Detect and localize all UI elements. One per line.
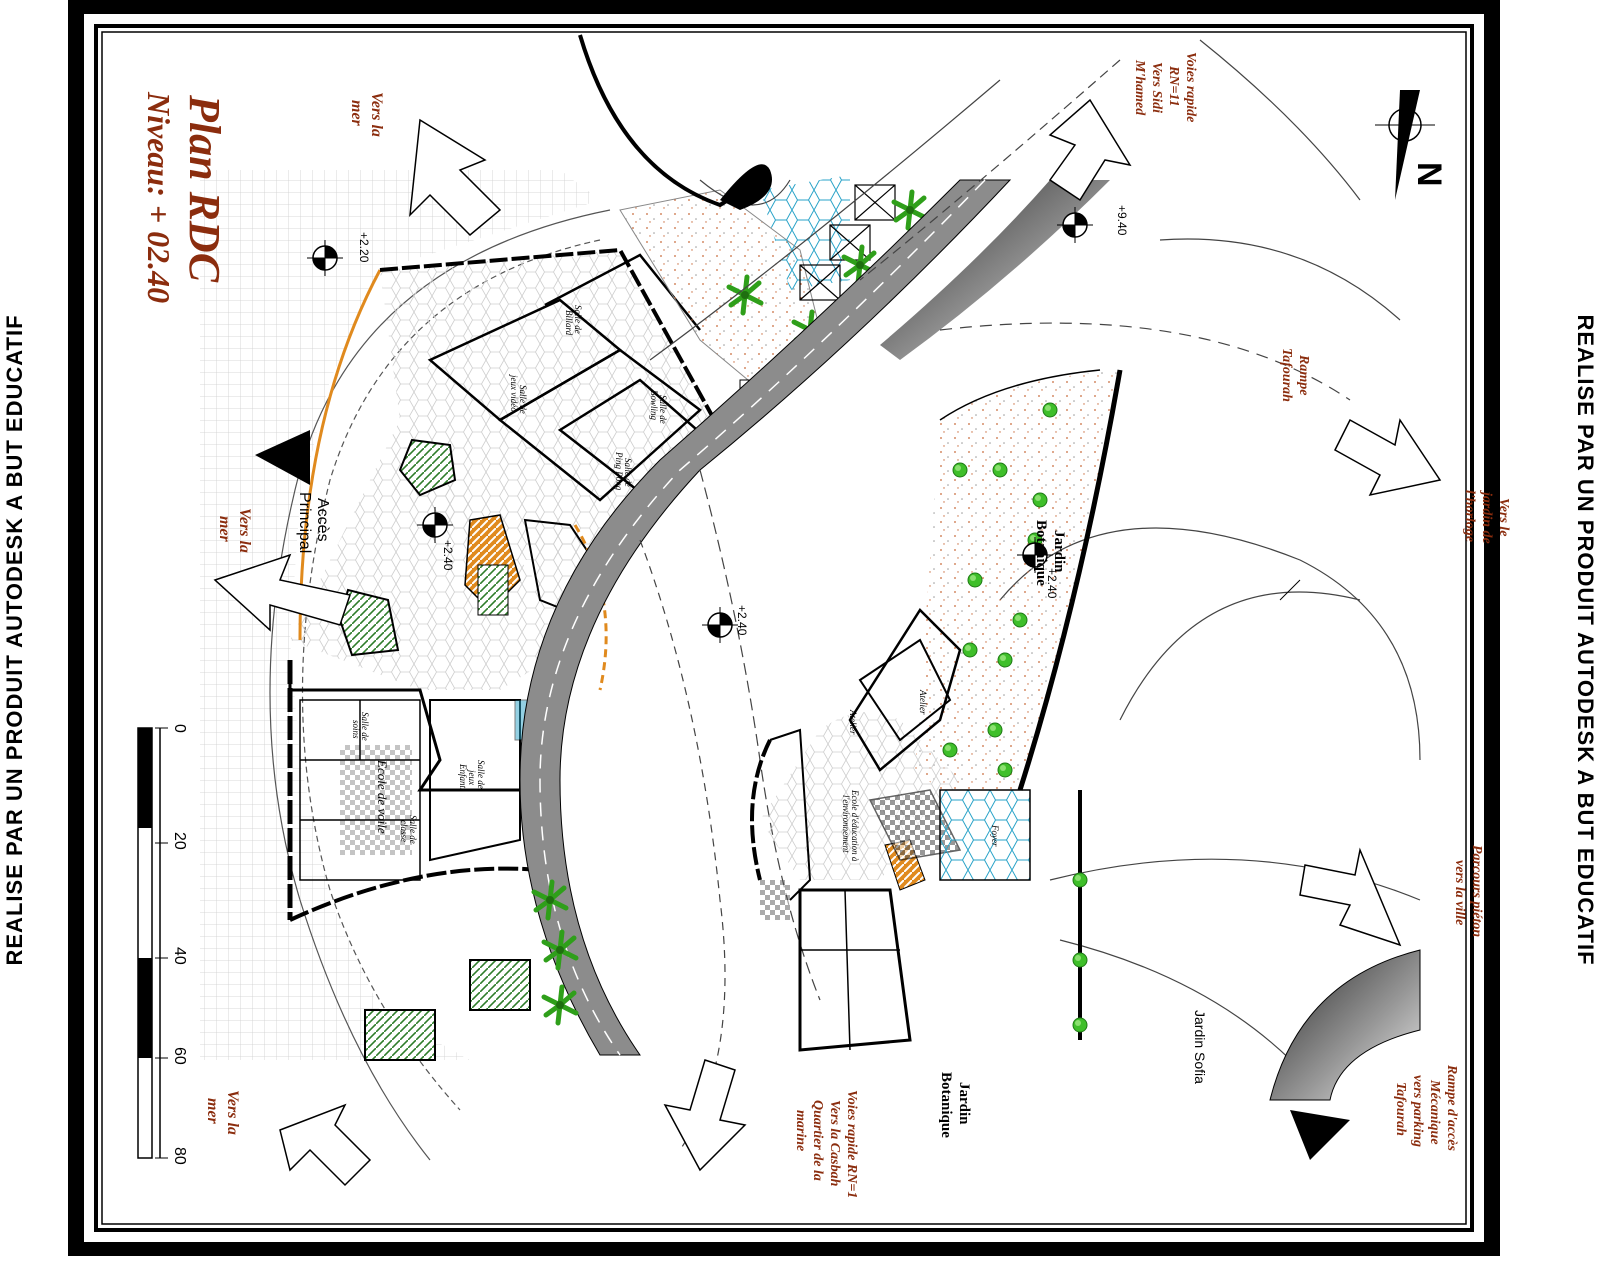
- svg-text:mer: mer: [216, 516, 233, 543]
- svg-text:Atelier: Atelier: [848, 709, 858, 735]
- label-rampe-tafourah: Rampe Tafourah: [1279, 348, 1311, 402]
- svg-text:Principal: Principal: [296, 492, 313, 553]
- svg-text:classe: classe: [399, 820, 409, 842]
- label-voies-rapide-bottom: Voies rapide RN=1 Vers la Casbah Quartie…: [793, 1090, 859, 1198]
- svg-text:Rampe d'accès: Rampe d'accès: [1444, 1064, 1459, 1151]
- svg-text:Botanique: Botanique: [1033, 520, 1049, 586]
- svg-text:Salle de: Salle de: [360, 712, 370, 741]
- svg-text:Vers la: Vers la: [368, 92, 385, 137]
- svg-text:+9.40: +9.40: [1115, 205, 1129, 236]
- scale-labels: 0 20 40 60 80: [171, 724, 188, 1165]
- label-rampe-acces: Rampe d'accès Mécanique vers parking Taf…: [1393, 1064, 1459, 1151]
- direction-arrows: [213, 98, 1442, 1187]
- svg-text:jardin de: jardin de: [1479, 490, 1494, 544]
- svg-text:40: 40: [171, 947, 188, 965]
- svg-text:Salle de: Salle de: [476, 760, 486, 789]
- svg-text:l'horloge: l'horloge: [1462, 490, 1477, 542]
- svg-text:l'environnement: l'environnement: [841, 795, 851, 853]
- label-vers-mer-top: Vers la mer: [348, 92, 385, 137]
- svg-text:Voies rapide RN=1: Voies rapide RN=1: [844, 1090, 859, 1198]
- svg-text:Voies rapide: Voies rapide: [1183, 52, 1198, 122]
- label-jardin-botanique-2: Jardin Botanique: [938, 1072, 972, 1138]
- svg-text:Vers la: Vers la: [236, 508, 253, 553]
- plan-subtitle: Niveau: + 02.40: [141, 91, 177, 303]
- svg-text:Enfants: Enfants: [458, 763, 468, 792]
- svg-text:mer: mer: [348, 100, 365, 127]
- svg-text:Salle de: Salle de: [573, 305, 583, 334]
- playground: [619, 175, 926, 393]
- svg-text:Foyer: Foyer: [990, 824, 1000, 847]
- botanical-garden: [915, 369, 1123, 791]
- svg-text:Vers le: Vers le: [1496, 498, 1511, 537]
- label-vers-jardin: Vers le jardin de l'horloge: [1462, 490, 1511, 544]
- svg-text:Tafourah: Tafourah: [1393, 1082, 1408, 1136]
- svg-text:soins: soins: [351, 720, 361, 739]
- svg-text:Billard: Billard: [564, 310, 574, 336]
- label-vers-mer-bottom: Vers la mer: [204, 1090, 241, 1135]
- entry-arrow-icon: [255, 430, 310, 485]
- svg-text:Salle de: Salle de: [623, 458, 633, 487]
- svg-text:vers parking: vers parking: [1410, 1075, 1425, 1147]
- svg-text:RN=11: RN=11: [1166, 65, 1181, 107]
- svg-text:Rampe: Rampe: [1296, 354, 1311, 395]
- label-acces-principal: Accès Principal: [296, 492, 331, 553]
- svg-text:Vers Sidi: Vers Sidi: [1149, 62, 1164, 113]
- svg-text:Ecole d'éducation à: Ecole d'éducation à: [850, 789, 860, 862]
- school-building: [534, 608, 1088, 1052]
- svg-text:mer: mer: [204, 1098, 221, 1125]
- label-parcours-pieton: Parcours piéton vers la ville: [1452, 845, 1484, 937]
- north-label: N: [1410, 162, 1448, 187]
- label-jardin-sofia: Jardin Sofia: [1192, 1010, 1208, 1084]
- ramp-arrow-icon: [1290, 1110, 1350, 1160]
- svg-text:Parcours piéton: Parcours piéton: [1469, 845, 1484, 937]
- svg-text:0: 0: [171, 724, 188, 733]
- svg-text:20: 20: [171, 832, 188, 850]
- mechanical-ramp: [1269, 949, 1421, 1101]
- svg-text:+2.20: +2.20: [357, 232, 371, 263]
- label-vers-mer-mid: Vers la mer: [216, 508, 253, 553]
- svg-text:Botanique: Botanique: [938, 1072, 954, 1138]
- room-labels: Salle de Billard Salle de Bowling Salle …: [351, 305, 1000, 862]
- svg-text:Salle de: Salle de: [518, 385, 528, 414]
- svg-text:Salle de: Salle de: [658, 395, 668, 424]
- road: [519, 179, 1110, 1056]
- svg-text:Vers la Casbah: Vers la Casbah: [827, 1100, 842, 1187]
- label-jardin-botanique: Jardin Botanique: [1033, 520, 1067, 586]
- svg-text:+2.40: +2.40: [735, 605, 749, 636]
- north-arrow-icon: [1375, 90, 1435, 200]
- plan-title: Plan RDC: [180, 94, 229, 283]
- svg-text:Jardin: Jardin: [956, 1082, 972, 1125]
- svg-text:M'hamed: M'hamed: [1132, 59, 1147, 116]
- svg-text:80: 80: [171, 1147, 188, 1165]
- svg-text:Ping Pong: Ping Pong: [614, 451, 624, 491]
- svg-text:+2.40: +2.40: [1045, 568, 1059, 599]
- svg-text:Mécanique: Mécanique: [1427, 1079, 1442, 1145]
- svg-text:jeux vidéo: jeux vidéo: [509, 374, 519, 412]
- svg-text:Bowling: Bowling: [649, 390, 659, 421]
- svg-text:Vers la: Vers la: [224, 1090, 241, 1135]
- svg-text:Ecole de voile: Ecole de voile: [375, 759, 390, 834]
- level-labels: +2.20 +2.40 +2.40 +9.40 +2.40: [357, 205, 1129, 636]
- svg-text:jeux: jeux: [467, 769, 477, 785]
- svg-text:Tafourah: Tafourah: [1279, 348, 1294, 402]
- svg-text:Atelier: Atelier: [918, 689, 928, 715]
- svg-text:marine: marine: [793, 1110, 808, 1151]
- svg-text:+2.40: +2.40: [441, 540, 455, 571]
- label-voies-rapide-top: Voies rapide RN=11 Vers Sidi M'hamed: [1132, 52, 1198, 122]
- lower-planters: [364, 959, 531, 1061]
- svg-text:Jardin: Jardin: [1051, 530, 1067, 573]
- svg-text:Salle de: Salle de: [408, 815, 418, 844]
- scale-bar: [137, 727, 168, 1159]
- svg-text:Quartier de la: Quartier de la: [810, 1100, 825, 1181]
- svg-text:Accès: Accès: [314, 498, 331, 542]
- svg-text:vers la ville: vers la ville: [1452, 860, 1467, 925]
- svg-text:60: 60: [171, 1047, 188, 1065]
